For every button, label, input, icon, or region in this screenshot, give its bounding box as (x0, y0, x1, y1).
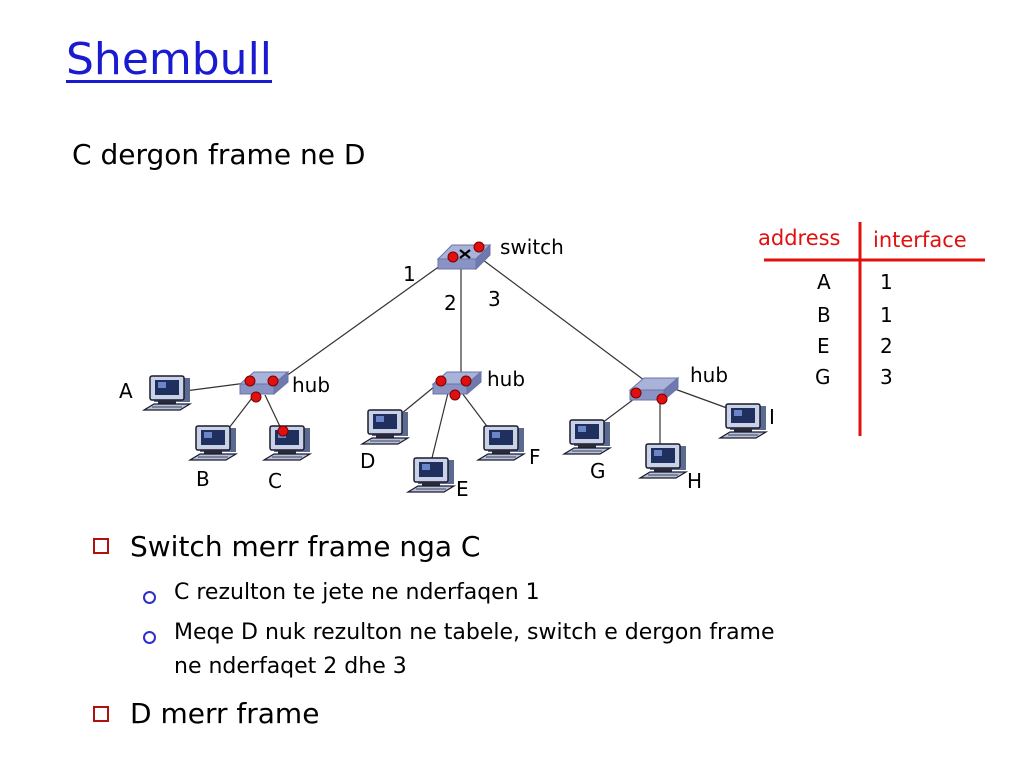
host-C-port-dot (277, 425, 289, 437)
host-icon-D (361, 409, 409, 445)
bullet-ring-icon (143, 589, 156, 608)
link-hub2-E (430, 392, 449, 463)
table-cell-address: G (815, 365, 831, 389)
slide-subtitle: C dergon frame ne D (72, 138, 366, 171)
sub-bullet-text-continued: ne nderfaqet 2 dhe 3 (174, 654, 407, 679)
sub-bullet-text: Meqe D nuk rezulton ne tabele, switch e … (174, 620, 775, 645)
switch-label: switch (500, 235, 564, 259)
port-label-2: 2 (444, 291, 457, 315)
host-icon-E (407, 457, 455, 493)
host-label-B: B (196, 467, 210, 491)
host-icon-I (719, 403, 767, 439)
bullet-text: D merr frame (130, 697, 320, 730)
host-label-G: G (590, 459, 606, 483)
switch-port-dots (447, 241, 485, 263)
table-header-address: address (758, 226, 841, 250)
bullet-ring-icon (143, 629, 156, 648)
slide-title: Shembull (66, 34, 273, 85)
link-switch-hub1 (267, 257, 452, 390)
hub-label-1: hub (292, 373, 330, 397)
bullet-square-icon (93, 538, 109, 558)
table-cell-interface: 1 (880, 303, 893, 327)
host-label-D: D (360, 449, 375, 473)
bullet-text: Switch merr frame nga C (130, 530, 481, 563)
bullet-square-icon (93, 706, 109, 726)
host-label-I: I (769, 405, 775, 429)
link-switch-hub3 (478, 256, 661, 393)
port-label-1: 1 (403, 262, 416, 286)
host-label-F: F (529, 445, 541, 469)
table-cell-address: A (817, 270, 831, 294)
table-cell-interface: 1 (880, 270, 893, 294)
host-label-H: H (687, 469, 702, 493)
host-label-E: E (456, 477, 469, 501)
host-icon-B (189, 425, 237, 461)
table-header-interface: interface (873, 228, 967, 252)
table-cell-address: E (817, 334, 830, 358)
host-label-A: A (119, 379, 133, 403)
port-label-3: 3 (488, 287, 501, 311)
table-cell-address: B (817, 303, 831, 327)
host-icon-H (639, 443, 687, 479)
hub-label-2: hub (487, 367, 525, 391)
host-label-C: C (268, 469, 282, 493)
table-cell-interface: 3 (880, 365, 893, 389)
hub-port-dots (244, 375, 668, 405)
host-icon-G (563, 419, 611, 455)
sub-bullet-text: C rezulton te jete ne nderfaqen 1 (174, 580, 540, 605)
links (184, 256, 739, 463)
host-icon-F (477, 425, 525, 461)
host-icon-A (143, 375, 191, 411)
hub-label-3: hub (690, 363, 728, 387)
switch-table: address interface A 1 B 1 E 2 G 3 (758, 222, 985, 436)
table-cell-interface: 2 (880, 334, 893, 358)
